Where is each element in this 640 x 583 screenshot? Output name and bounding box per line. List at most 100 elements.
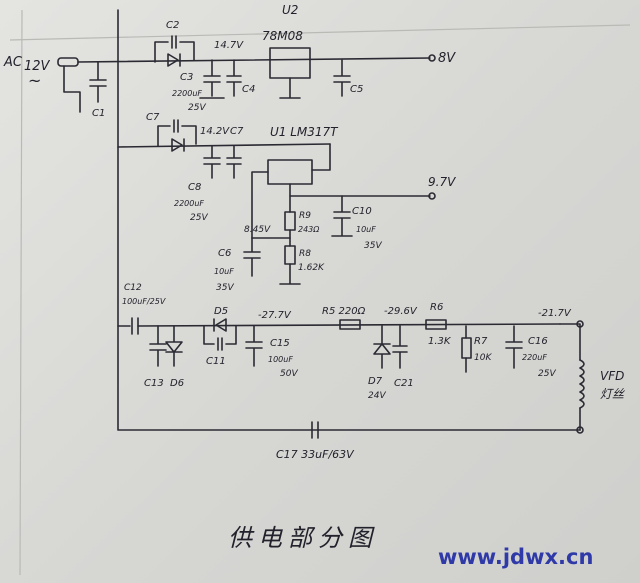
out-8v-terminal xyxy=(428,54,436,62)
u1-adj-wire xyxy=(251,171,269,239)
c5-capacitor xyxy=(333,59,351,97)
label-r5: R5 220Ω xyxy=(322,306,366,317)
c11-capacitor xyxy=(203,325,237,351)
c7-capacitor xyxy=(157,119,197,147)
label-c3-val1: 2200uF xyxy=(172,89,202,98)
rail-neg xyxy=(137,323,561,327)
label-c5: C5 xyxy=(350,84,363,95)
c12-capacitor xyxy=(131,317,139,335)
ac-connector xyxy=(57,57,79,67)
label-c15: C15 xyxy=(270,338,290,349)
label-c13: C13 xyxy=(144,378,164,389)
u1-regulator xyxy=(267,159,313,185)
label-r6: R6 xyxy=(430,302,443,313)
label-c6-val2: 35V xyxy=(216,283,234,293)
negative-section xyxy=(117,317,585,439)
label-c6-val1: 10uF xyxy=(214,267,234,276)
label-n21-7v: -21.7V xyxy=(538,308,572,319)
label-d7-val: 24V xyxy=(368,391,386,401)
ac-return-wire xyxy=(63,65,81,113)
label-r7-val: 10K xyxy=(474,353,492,363)
label-c1: C1 xyxy=(92,108,105,119)
d2-diode xyxy=(171,138,185,152)
label-c10: C10 xyxy=(352,206,372,217)
u1-input-wire xyxy=(311,143,331,171)
label-c15-val2: 50V xyxy=(280,369,298,379)
label-c16-val1: 220uF xyxy=(522,353,547,362)
label-u1: U1 LM317T xyxy=(270,125,339,139)
label-c10-val2: 35V xyxy=(364,241,382,251)
label-r9: R9 xyxy=(299,211,311,221)
label-c21: C21 xyxy=(394,378,414,389)
u1-output-wire xyxy=(289,183,431,197)
label-vfd: VFD xyxy=(600,369,624,383)
label-c4: C4 xyxy=(242,84,255,95)
r8-resistor xyxy=(284,245,296,265)
label-n29-6v: -29.6V xyxy=(384,306,418,317)
vfd-terminal-bottom xyxy=(576,426,584,434)
c8-capacitor xyxy=(203,145,221,179)
label-c16: C16 xyxy=(528,336,548,347)
lm317-section xyxy=(117,119,436,285)
c3-capacitor xyxy=(199,59,225,99)
vfd-terminal-top xyxy=(576,320,584,328)
label-c7a: C7 xyxy=(146,112,160,123)
label-ac-sym: ~ xyxy=(28,71,41,90)
vfd-filament xyxy=(579,359,585,409)
c4-capacitor xyxy=(226,59,242,97)
r6-resistor xyxy=(425,319,447,330)
label-c12-val: 100uF/25V xyxy=(122,297,166,306)
label-c6: C6 xyxy=(218,248,231,259)
u2-ground xyxy=(279,77,301,99)
label-ac: AC xyxy=(3,55,23,70)
label-8-45v: 8.45V xyxy=(244,225,271,235)
label-u2-part: 78M08 xyxy=(262,29,303,43)
paper-fold xyxy=(9,24,631,41)
paper-fold xyxy=(19,9,23,576)
label-c2: C2 xyxy=(166,20,179,31)
label-ac-v: 12V xyxy=(24,59,51,74)
label-c8: C8 xyxy=(188,182,201,193)
r7-resistor xyxy=(461,337,472,359)
u2-regulator xyxy=(269,47,311,79)
d5-diode xyxy=(213,318,227,332)
c13-capacitor xyxy=(149,325,167,367)
out-9v7-terminal xyxy=(428,192,436,200)
label-r9-val: 243Ω xyxy=(298,225,320,234)
diagram-title: 供电部分图 xyxy=(228,524,378,552)
c16-capacitor xyxy=(505,325,523,369)
label-r7: R7 xyxy=(474,336,488,347)
label-c8-val1: 2200uF xyxy=(174,199,204,208)
label-c16-val2: 25V xyxy=(538,369,556,379)
label-u2: U2 xyxy=(282,3,298,17)
r5-resistor xyxy=(339,319,361,330)
r9-resistor xyxy=(284,211,296,231)
label-c10-val1: 10uF xyxy=(356,225,376,234)
label-c3-val2: 25V xyxy=(188,103,206,113)
c2-capacitor xyxy=(154,35,195,63)
label-c11: C11 xyxy=(206,356,226,367)
label-r8: R8 xyxy=(299,249,311,259)
labels: AC 12V ~ C1 C2 C3 2200uF 25V 14.7V U2 78… xyxy=(3,3,625,569)
c1-capacitor xyxy=(89,61,107,103)
r8-wire xyxy=(279,237,301,285)
main-bus xyxy=(117,9,581,431)
d1-diode xyxy=(167,53,181,67)
label-c12: C12 xyxy=(124,283,142,293)
c7b-capacitor xyxy=(226,145,242,179)
label-vfd-sub: 灯丝 xyxy=(600,387,625,401)
c6-capacitor xyxy=(243,237,261,277)
label-c7b: C7 xyxy=(230,126,244,137)
label-n27-7v: -27.7V xyxy=(258,310,292,321)
label-r8-val: 1.62K xyxy=(298,263,325,273)
label-d5: D5 xyxy=(214,306,228,317)
label-c15-val1: 100uF xyxy=(268,355,293,364)
c10-capacitor xyxy=(331,195,353,237)
d7-zener xyxy=(373,325,391,369)
label-14-2v: 14.2V xyxy=(200,126,230,137)
vfd-wire-top xyxy=(559,323,581,361)
label-14-7v: 14.7V xyxy=(214,40,244,51)
label-out-8v: 8V xyxy=(438,51,456,66)
